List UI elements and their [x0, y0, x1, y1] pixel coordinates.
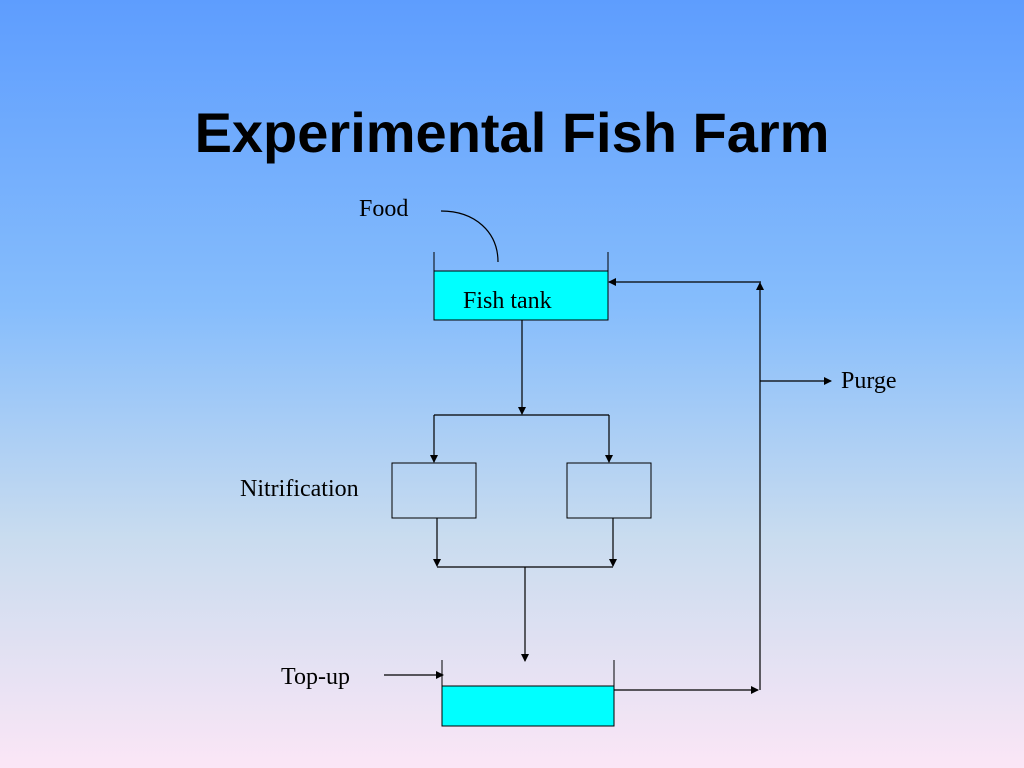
purge-label: Purge: [841, 368, 897, 394]
nitrification-filter-left: [391, 462, 477, 519]
food-label: Food: [359, 196, 409, 222]
food-feed-curve: [440, 210, 499, 263]
sump-tank: [441, 685, 615, 727]
nitrification-filter-right: [566, 462, 652, 519]
fish-tank-label: Fish tank: [463, 288, 552, 314]
fish-tank: [433, 270, 609, 321]
nitrification-label: Nitrification: [240, 476, 359, 502]
topup-label: Top-up: [281, 664, 350, 690]
slide-title: Experimental Fish Farm: [194, 101, 830, 164]
